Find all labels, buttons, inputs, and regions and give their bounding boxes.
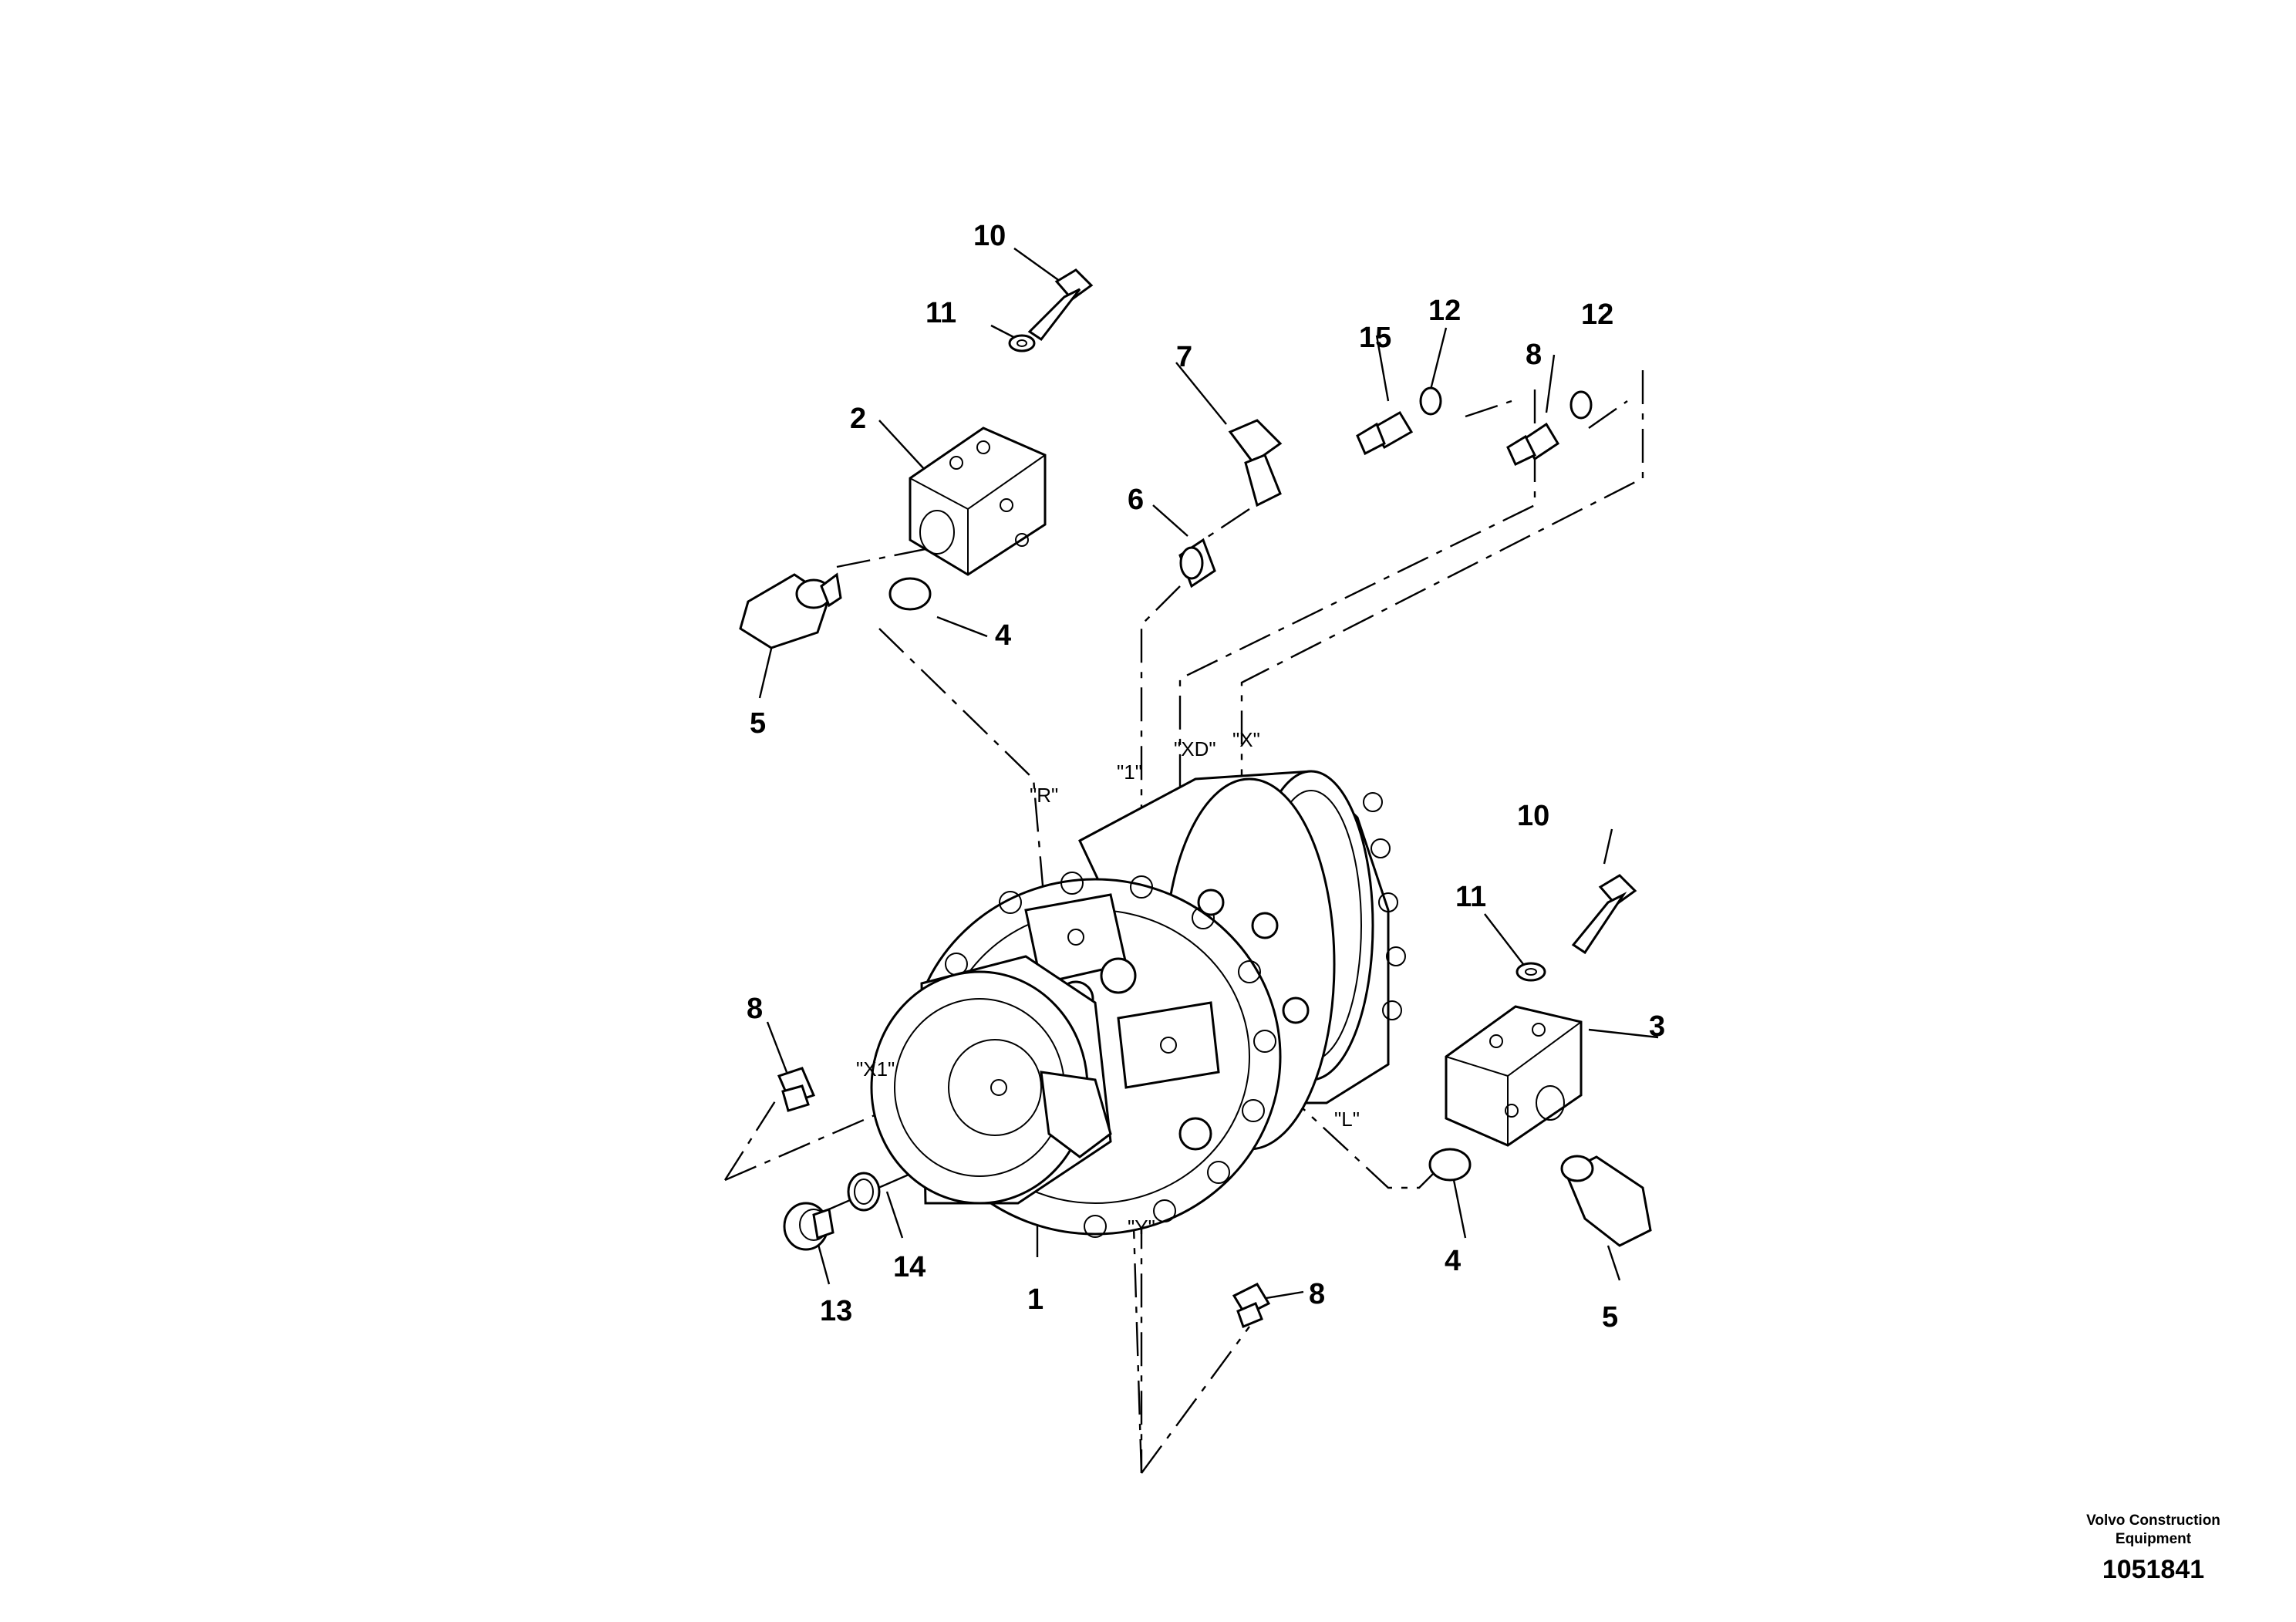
port-label-y: "Y" [1128, 1216, 1155, 1239]
callout-10-upper: 10 [973, 220, 1006, 252]
seal-12-left [1419, 386, 1442, 416]
brand-name: Volvo Construction Equipment [2086, 1512, 2220, 1547]
callout-12-left: 12 [1428, 295, 1461, 327]
port-label-l: "L" [1334, 1108, 1360, 1131]
elbow-fitting-5-upper [739, 572, 842, 649]
port-labels: "R" "1" "XD" "X" "X1" "L" "Y" [856, 728, 1360, 1239]
port-label-x: "X" [1232, 728, 1260, 751]
callout-4-lower: 4 [1445, 1245, 1461, 1277]
plug-13 [783, 1202, 834, 1251]
bolt-10-lower [1571, 874, 1637, 955]
footer: Volvo Construction Equipment 1051841 [2072, 1512, 2234, 1585]
flange-bolt-holes [945, 872, 1276, 1238]
callout-11-lower: 11 [1455, 881, 1486, 913]
flange-block-3 [1445, 1005, 1583, 1147]
washer-11-upper [1008, 334, 1036, 352]
port-label-r: "R" [1030, 784, 1058, 807]
callout-8-upper: 8 [1526, 339, 1542, 371]
bolt-10-upper [1027, 268, 1094, 342]
callout-8-left: 8 [747, 993, 763, 1025]
callout-labels: 1 2 3 4 4 5 5 6 7 8 8 8 10 10 11 11 12 1… [747, 220, 1665, 1334]
callout-3: 3 [1649, 1010, 1665, 1043]
callout-8-bottom: 8 [1309, 1278, 1325, 1310]
plug-15 [1356, 410, 1414, 456]
callout-6: 6 [1128, 484, 1144, 516]
seal-14 [847, 1172, 881, 1212]
leader-lines [758, 248, 1659, 1301]
callout-1: 1 [1027, 1283, 1043, 1316]
plug-8-bottom [1232, 1283, 1271, 1328]
seal-12-right [1569, 390, 1593, 420]
port-label-x1: "X1" [856, 1057, 895, 1081]
plug-8-upper [1506, 422, 1560, 467]
o-ring-4-upper [888, 577, 932, 611]
callout-14: 14 [893, 1251, 925, 1283]
port-label-1: "1" [1117, 760, 1142, 784]
flange-block-2 [909, 427, 1047, 576]
washer-11-lower [1515, 962, 1546, 982]
plug-8-left [777, 1067, 816, 1112]
callout-11-upper: 11 [925, 297, 956, 329]
document-number: 1051841 [2102, 1555, 2205, 1584]
adapter-6 [1178, 538, 1216, 588]
hydraulic-motor [870, 770, 1406, 1238]
elbow-fitting-5-lower [1560, 1155, 1652, 1247]
callout-13: 13 [820, 1295, 852, 1327]
callout-2: 2 [850, 403, 866, 435]
port-label-xd: "XD" [1174, 737, 1216, 760]
callout-4-upper: 4 [995, 619, 1011, 652]
callout-7: 7 [1176, 341, 1192, 373]
callout-5-upper: 5 [750, 707, 766, 740]
o-ring-4-lower [1428, 1148, 1472, 1182]
callout-10-lower: 10 [1517, 800, 1549, 832]
callout-15: 15 [1359, 322, 1391, 354]
callout-12-right: 12 [1581, 298, 1613, 331]
callout-5-lower: 5 [1602, 1301, 1618, 1334]
elbow-fitting-7 [1228, 419, 1283, 508]
